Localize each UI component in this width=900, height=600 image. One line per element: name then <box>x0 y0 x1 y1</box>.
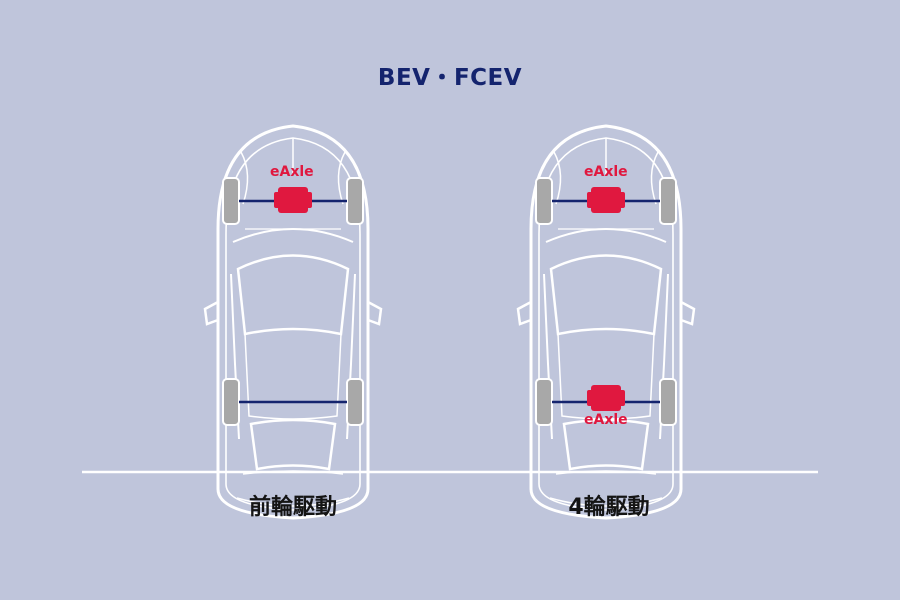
eaxle-unit-front-left <box>274 187 312 213</box>
eaxle-unit-rear-right <box>587 385 625 411</box>
caption-front-drive: 前輪駆動 <box>248 495 337 520</box>
eaxle-label-front-right: eAxle <box>584 164 628 180</box>
eaxle-label-front-left: eAxle <box>270 164 314 180</box>
diagram-title: BEV・FCEV <box>377 65 523 91</box>
car-front-drive <box>203 124 383 520</box>
eaxle-unit-front-right <box>587 187 625 213</box>
caption-all-wheel-drive: 4輪駆動 <box>568 495 650 520</box>
car-all-wheel-drive <box>516 124 696 520</box>
eaxle-label-rear-right: eAxle <box>584 412 628 428</box>
